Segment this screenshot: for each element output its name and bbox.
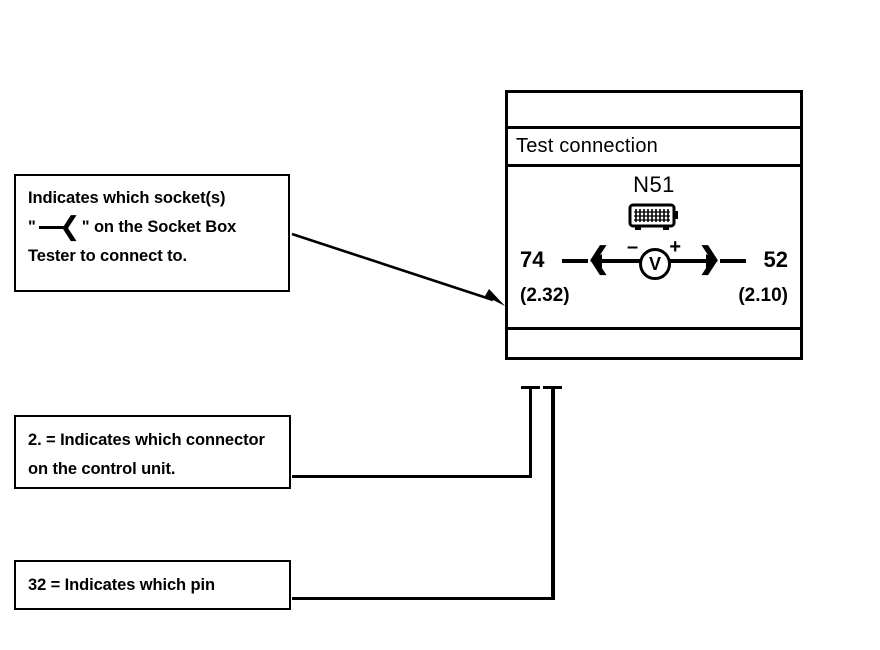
callout-socket-line-2-suffix: " on the Socket Box	[81, 218, 237, 236]
positive-terminal-sign: +	[669, 236, 681, 258]
callout-connector-line-1: 2. = Indicates which connector	[28, 431, 265, 449]
callout-box-pin: 32 = Indicates which pin	[14, 560, 291, 610]
panel-title: Test connection	[516, 135, 658, 157]
right-pin-number: 52	[763, 247, 788, 272]
callout-socket-line-1: Indicates which socket(s)	[28, 189, 226, 207]
right-socket-lead	[720, 259, 746, 263]
callout-box-socket: Indicates which socket(s) " ❮" on the Soc…	[14, 174, 290, 292]
meter-circle: V	[639, 248, 671, 280]
panel-top-blank-row	[508, 93, 800, 129]
panel-bottom-blank-row	[508, 330, 800, 363]
callout-socket-line-3: Tester to connect to.	[28, 247, 187, 265]
device-label: N51	[633, 172, 675, 197]
connector-leader-horizontal	[292, 475, 532, 478]
negative-terminal-sign: –	[627, 236, 639, 258]
measurement-row: 74 ❮ – + V ❯ 52	[508, 237, 800, 280]
callout-socket-line-2: " ❮" on the Socket Box	[28, 213, 278, 242]
callout-socket-leader-arrow	[291, 232, 505, 306]
left-pin-number: 74	[520, 247, 545, 272]
voltmeter-symbol: – + V	[590, 236, 718, 281]
socket-hook-glyph: ❮	[58, 212, 81, 242]
panel-body: N51	[508, 167, 800, 330]
socket-symbol-icon: ❮	[37, 212, 81, 242]
right-socket-symbol-icon: ❯	[697, 244, 746, 274]
quote-open: "	[28, 218, 36, 236]
callout-pin-line-1: 32 = Indicates which pin	[28, 575, 215, 594]
pin-leader-vertical	[551, 386, 555, 600]
panel-title-row: Test connection	[508, 129, 800, 167]
callout-connector-line-2: on the control unit.	[28, 460, 176, 478]
callout-box-connector: 2. = Indicates which connector on the co…	[14, 415, 291, 489]
ecu-connector-icon	[628, 203, 680, 238]
left-connector-reference: (2.32)	[520, 285, 570, 306]
arrow-right-icon	[667, 254, 718, 268]
socket-lead	[38, 226, 65, 229]
arrow-left-icon	[590, 254, 641, 268]
pin-leader-horizontal	[292, 597, 554, 600]
connector-leader-vertical	[529, 386, 532, 478]
right-connector-reference: (2.10)	[738, 285, 788, 306]
right-socket-hook-glyph: ❯	[696, 241, 722, 276]
left-socket-lead	[562, 259, 588, 263]
test-connection-panel: Test connection N51	[505, 90, 803, 360]
